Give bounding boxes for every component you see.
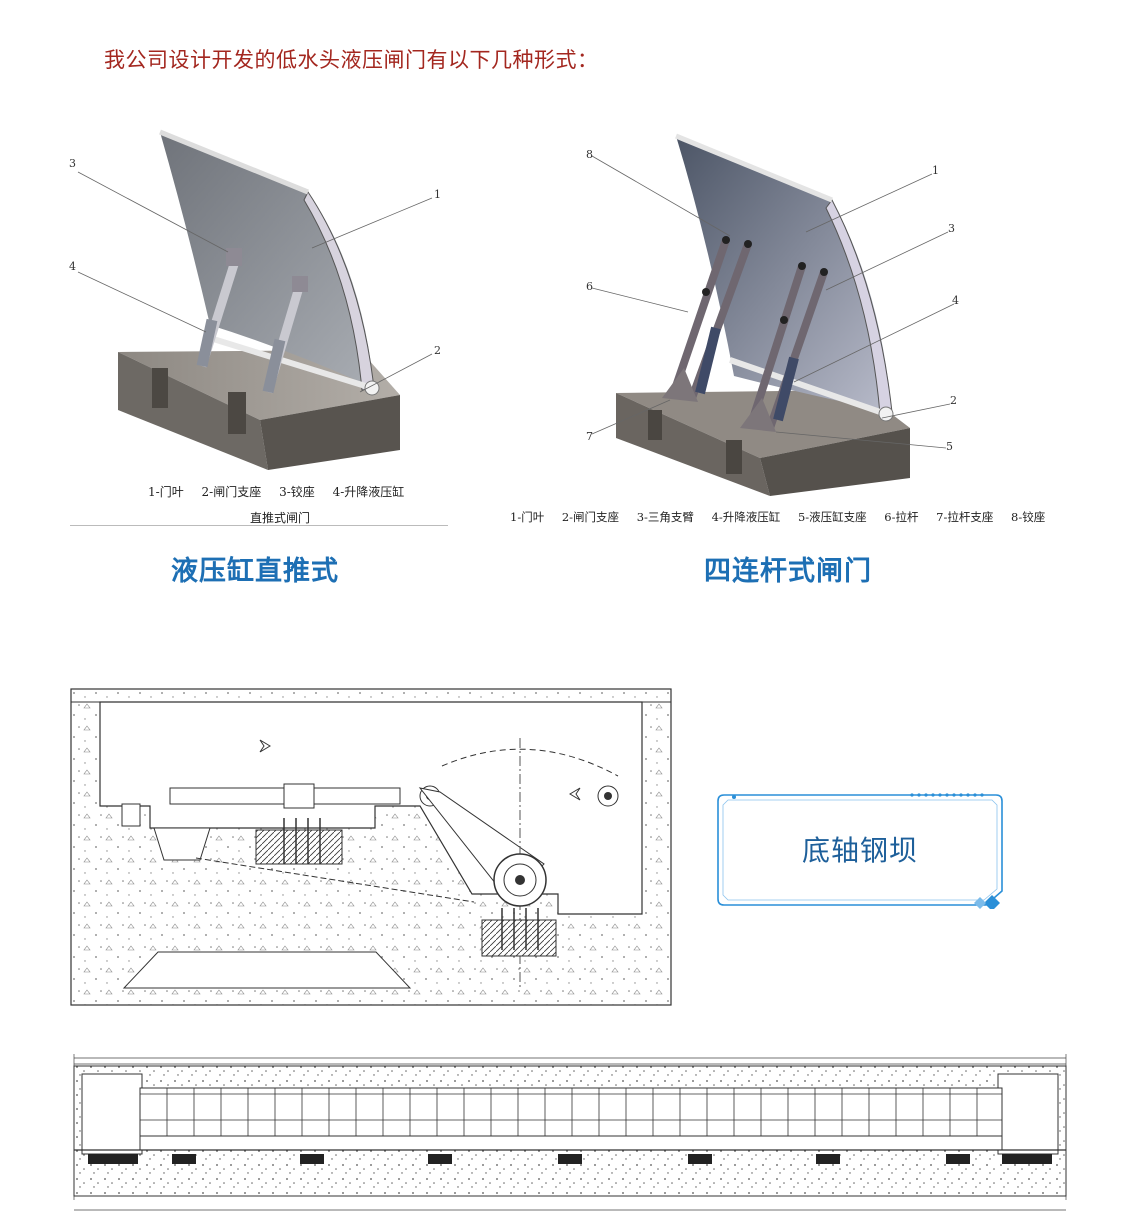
direct-push-gate-illustration: 3 4 1 2 bbox=[69, 129, 441, 470]
legend-item: 7-拉杆支座 bbox=[936, 510, 994, 524]
legend-item: 6-拉杆 bbox=[884, 510, 919, 524]
legend-item: 4-升降液压缸 bbox=[711, 510, 781, 524]
direct-push-caption: 液压缸直推式 bbox=[171, 556, 339, 587]
legend-item: 1-门叶 bbox=[148, 485, 184, 499]
legend-item: 5-液压缸支座 bbox=[797, 510, 867, 524]
callout-5: 5 bbox=[946, 440, 953, 453]
callout-2: 2 bbox=[950, 394, 957, 407]
steel-dam-elevation-drawing bbox=[73, 1054, 1067, 1211]
bottom-shaft-caption-box: 底轴钢坝 bbox=[714, 791, 1006, 909]
decorative-frame bbox=[717, 793, 1003, 909]
four-link-gate-illustration: 8 6 7 1 3 4 2 5 bbox=[586, 133, 959, 496]
callout-7: 7 bbox=[586, 430, 593, 443]
direct-push-legend: 1-门叶 2-闸门支座 3-铰座 4-升降液压缸 bbox=[148, 483, 418, 500]
caption-rule bbox=[70, 525, 448, 526]
legend-item: 8-铰座 bbox=[1011, 510, 1046, 524]
callout-8: 8 bbox=[586, 148, 593, 161]
legend-item: 1-门叶 bbox=[510, 510, 545, 524]
callout-1: 1 bbox=[932, 164, 939, 177]
four-link-legend: 1-门叶 2-闸门支座 3-三角支臂 4-升降液压缸 5-液压缸支座 6-拉杆 … bbox=[510, 509, 1059, 525]
legend-item: 3-三角支臂 bbox=[636, 510, 694, 524]
intro-text: 我公司设计开发的低水头液压闸门有以下几种形式： bbox=[104, 48, 599, 72]
bottom-shaft-section-drawing bbox=[70, 688, 672, 1006]
callout-2: 2 bbox=[434, 344, 441, 357]
callout-1: 1 bbox=[434, 188, 441, 201]
four-link-caption: 四连杆式闸门 bbox=[704, 556, 872, 587]
bottom-shaft-caption: 底轴钢坝 bbox=[801, 834, 918, 867]
legend-item: 2-闸门支座 bbox=[201, 485, 262, 499]
callout-3: 3 bbox=[948, 222, 955, 235]
callout-3: 3 bbox=[69, 157, 76, 170]
callout-4: 4 bbox=[952, 294, 959, 307]
direct-push-sub-caption: 直推式闸门 bbox=[250, 511, 311, 525]
callout-6: 6 bbox=[586, 280, 593, 293]
legend-item: 2-闸门支座 bbox=[561, 510, 620, 524]
legend-item: 3-铰座 bbox=[279, 485, 315, 499]
callout-4: 4 bbox=[69, 260, 76, 273]
legend-item: 4-升降液压缸 bbox=[332, 485, 405, 499]
